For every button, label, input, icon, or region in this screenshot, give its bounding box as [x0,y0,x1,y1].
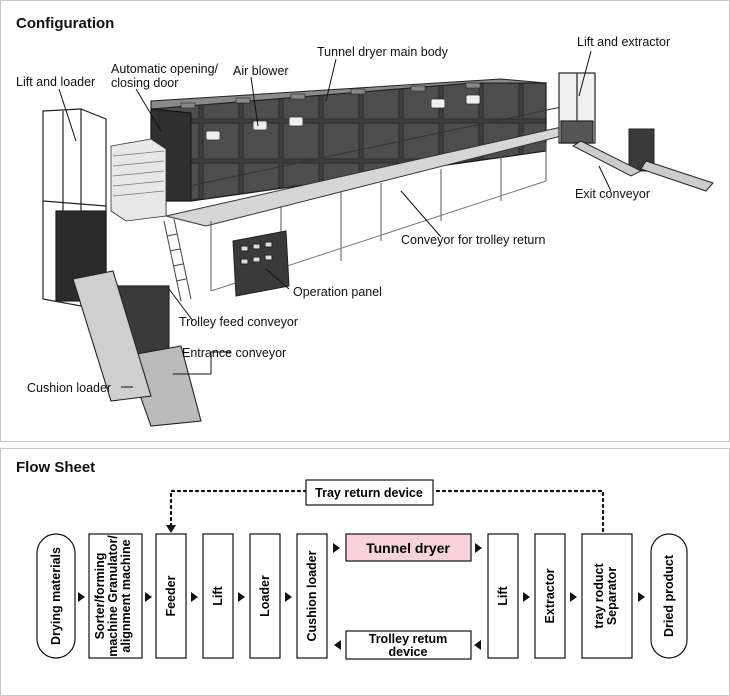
separator-text-1: tray roduct [592,563,606,629]
label-trolley-feed: Trolley feed conveyor [179,315,299,329]
trolley-return-text-2: device [389,645,428,659]
label-conveyor-return: Conveyor for trolley return [401,233,546,247]
label-lift-loader: Lift and loader [16,75,96,89]
flow-sheet-title: Flow Sheet [16,459,96,476]
tray-return-box [305,479,434,506]
sorter-text-3: alignment machine [119,539,133,652]
drying-materials-text: Drying materials [49,547,63,645]
cushion-loader-text: Cushion loader [305,550,319,641]
separator-box [581,533,633,659]
tray-return-text: Tray return device [315,486,423,500]
cushion-loader-unit [72,270,202,427]
trolley-return-box [345,630,472,660]
exit-conveyor-unit [571,128,714,192]
lift-extractor-tower [558,72,596,144]
leader-lines [58,50,612,388]
loader-text: Loader [258,575,272,617]
ladder [163,218,192,302]
separator-text-2: Separator [605,567,619,625]
label-tunnel-dryer-body: Tunnel dryer main body [317,45,448,59]
dried-product-text: Dried product [662,554,676,637]
lift-text-1: Lift [211,585,225,605]
feeder-text: Feeder [164,575,178,616]
sorter-text-2: machine Granulator/ [106,535,120,657]
label-exit-conveyor: Exit conveyor [575,187,651,201]
label-air-blower: Air blower [233,64,289,78]
tunnel-dryer-body [150,78,547,202]
feeder-box [155,533,187,659]
label-operation-panel: Operation panel [293,285,382,299]
trolley-return-text-1: Trolley retum [369,632,448,646]
label-auto-door-line2: closing door [111,76,179,90]
tunnel-dryer-box [345,533,472,562]
configuration-panel: Configuration [0,0,730,442]
flow-arrows [78,543,645,650]
machine-illustration [42,50,714,427]
tunnel-dryer-text: Tunnel dryer [366,540,450,556]
extractor-text: Extractor [543,568,557,623]
lift-text-2: Lift [496,585,510,605]
flow-sheet-diagram: Tray return device Tunnel dryer Trolley … [36,479,688,660]
extractor-box [534,533,566,659]
dried-product-box [650,533,688,659]
label-entrance-conveyor: Entrance conveyor [182,346,287,360]
sorter-box [88,533,143,659]
configuration-title: Configuration [16,15,115,32]
lift-box-1 [202,533,234,659]
lift-box-2 [487,533,519,659]
tray-return-arrow-down [166,525,176,533]
tray-return-loop [169,489,605,533]
operation-panel-unit [232,230,290,297]
cushion-loader-box [296,533,328,659]
tray-stack [110,138,167,222]
loader-box [249,533,281,659]
label-auto-door-line1: Automatic opening/ [111,62,219,76]
label-lift-extractor: Lift and extractor [577,35,671,49]
flow-sheet-panel: Flow Sheet [0,448,730,696]
sorter-text-1: Sorter/forming [93,553,107,640]
drying-materials-box [36,533,76,659]
label-cushion-loader: Cushion loader [27,381,112,395]
